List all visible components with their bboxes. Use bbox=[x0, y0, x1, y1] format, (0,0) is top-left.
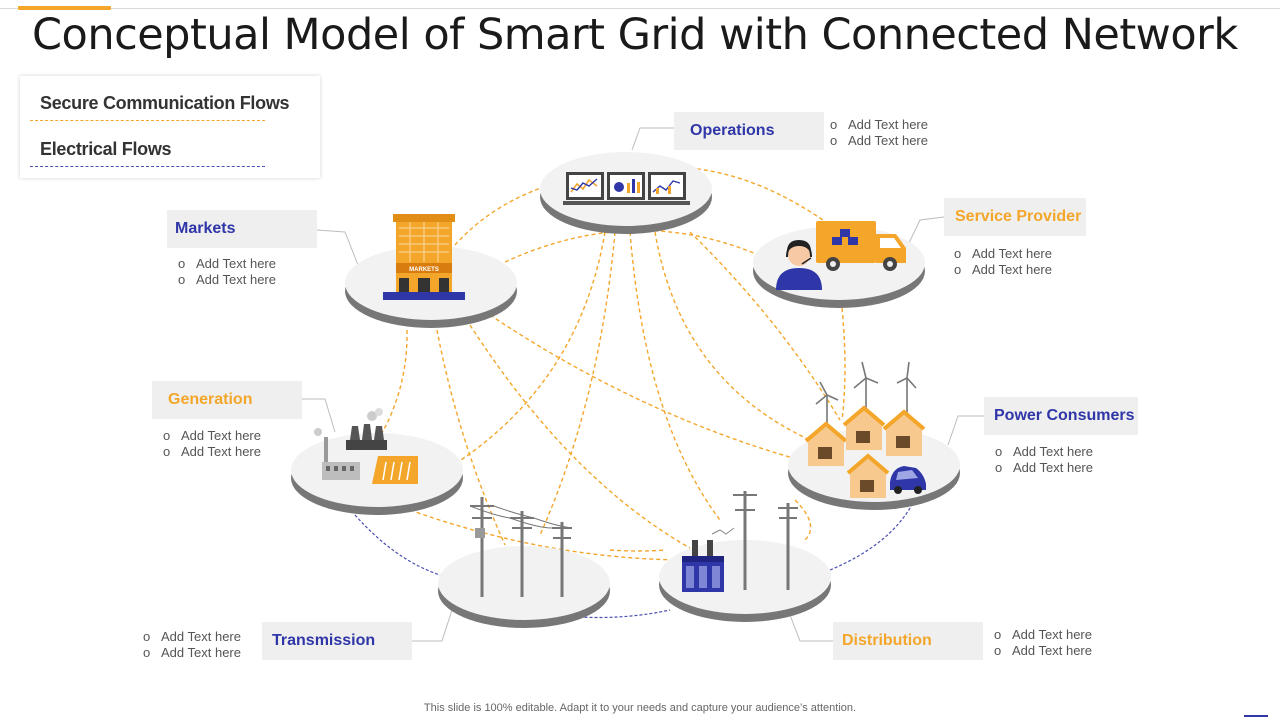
footer-note: This slide is 100% editable. Adapt it to… bbox=[423, 702, 857, 714]
support-agent-icon bbox=[776, 240, 822, 290]
label-connectors bbox=[301, 127, 984, 642]
transmission-tower-icon bbox=[469, 497, 573, 597]
node-label-operations: Operations bbox=[674, 112, 824, 150]
transmission-bullets: Add Text here Add Text here bbox=[143, 629, 241, 661]
bullet-item: Add Text here bbox=[994, 643, 1092, 659]
bullet-item: Add Text here bbox=[163, 428, 261, 444]
legend-electrical-label: Electrical Flows bbox=[40, 139, 172, 159]
link-markets-distribution bbox=[469, 324, 691, 549]
bullet-item: Add Text here bbox=[954, 246, 1052, 262]
link-generation-distribution bbox=[409, 509, 691, 561]
node-label-markets: Markets bbox=[167, 210, 317, 248]
generation-bullets: Add Text here Add Text here bbox=[163, 428, 261, 460]
node-label-power-consumers: Power Consumers bbox=[984, 397, 1138, 435]
link-operations-generation bbox=[457, 231, 606, 463]
operations-bullets: Add Text here Add Text here bbox=[830, 117, 928, 149]
electric-car-icon bbox=[890, 466, 926, 494]
bullet-item: Add Text here bbox=[830, 133, 928, 149]
page-title: Conceptual Model of Smart Grid with Conn… bbox=[32, 10, 1238, 60]
legend-secure-label: Secure Communication Flows bbox=[40, 93, 290, 113]
bullet-item: Add Text here bbox=[143, 645, 241, 661]
market-building-icon: MARKETS bbox=[383, 214, 465, 300]
node-label-service-provider: Service Provider bbox=[944, 198, 1086, 236]
corner-accent bbox=[1244, 715, 1268, 717]
markets-bullets: Add Text here Add Text here bbox=[178, 256, 276, 288]
node-label-generation: Generation bbox=[152, 381, 302, 419]
link-distribution-consumers-elec bbox=[829, 502, 914, 571]
bullet-item: Add Text here bbox=[994, 627, 1092, 643]
link-service-distribution bbox=[689, 231, 841, 421]
power-plant-icon bbox=[314, 408, 387, 480]
bullet-item: Add Text here bbox=[995, 460, 1093, 476]
bullet-item: Add Text here bbox=[830, 117, 928, 133]
top-rule bbox=[0, 8, 1280, 9]
legend-electrical-line bbox=[30, 166, 265, 167]
link-generation-transmission-elec bbox=[354, 514, 441, 576]
link-markets-consumers bbox=[489, 314, 801, 461]
power-consumers-bullets: Add Text here Add Text here bbox=[995, 444, 1093, 476]
link-markets-generation bbox=[377, 329, 408, 441]
link-transmission-distribution bbox=[609, 549, 666, 552]
bullet-item: Add Text here bbox=[954, 262, 1052, 278]
service-provider-bullets: Add Text here Add Text here bbox=[954, 246, 1052, 278]
substation-icon bbox=[682, 527, 735, 592]
bullet-item: Add Text here bbox=[143, 629, 241, 645]
hydro-dam-icon bbox=[372, 456, 418, 484]
link-markets-service bbox=[504, 229, 771, 263]
distribution-bullets: Add Text here Add Text here bbox=[994, 627, 1092, 659]
bullet-item: Add Text here bbox=[163, 444, 261, 460]
legend-secure-line bbox=[30, 120, 265, 121]
link-service-consumers bbox=[841, 307, 846, 421]
link-consumers-distribution bbox=[794, 499, 812, 541]
link-operations-transmission bbox=[539, 231, 616, 536]
bullet-item: Add Text here bbox=[995, 444, 1093, 460]
node-label-transmission: Transmission bbox=[262, 622, 412, 660]
top-accent-bar bbox=[18, 6, 111, 10]
link-operations-consumers bbox=[654, 231, 811, 441]
market-sign-text: MARKETS bbox=[409, 267, 439, 273]
utility-pole-icon bbox=[733, 491, 798, 590]
legend-box: Secure Communication Flows Electrical Fl… bbox=[20, 76, 320, 178]
link-operations-service bbox=[689, 167, 831, 226]
monitor-chart-icon bbox=[563, 172, 690, 205]
node-label-distribution: Distribution bbox=[833, 622, 983, 660]
delivery-truck-icon bbox=[816, 221, 906, 271]
house-icon bbox=[804, 405, 926, 498]
link-operations-distribution bbox=[629, 231, 721, 521]
bullet-item: Add Text here bbox=[178, 272, 276, 288]
link-markets-transmission bbox=[436, 329, 506, 546]
bullet-item: Add Text here bbox=[178, 256, 276, 272]
